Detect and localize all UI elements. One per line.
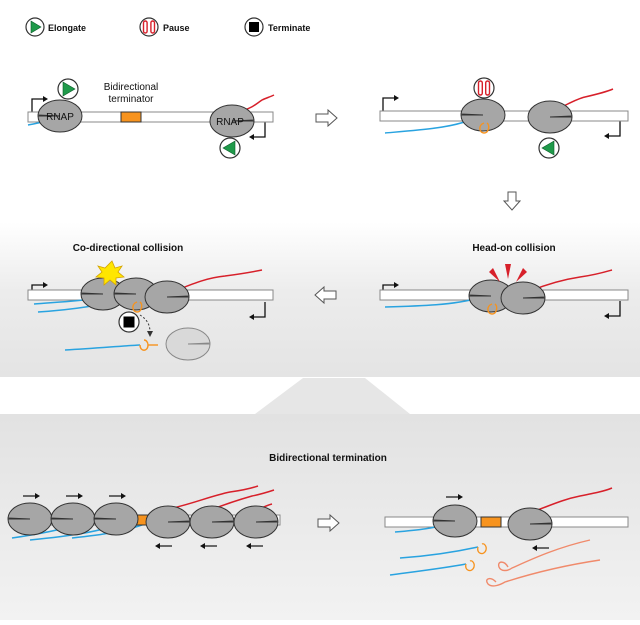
rnap-right (527, 100, 573, 134)
elongate-icon (57, 78, 79, 100)
promoter-arrow-right (254, 122, 266, 138)
terminate-icon (118, 311, 140, 333)
panel-pause (379, 77, 629, 159)
rnap-forward (432, 504, 478, 538)
rnap-right-label: RNAP (216, 117, 244, 128)
panel-bidirectional-right (384, 487, 629, 587)
elongate-icon (219, 137, 241, 159)
nascent-rna-red (163, 485, 259, 511)
terminator-hairpin (479, 122, 490, 134)
direction-arrows (446, 494, 549, 551)
zoom-funnel (255, 378, 410, 414)
heading-bidirectional: Bidirectional termination (269, 453, 387, 464)
released-rna-salmon (497, 539, 591, 572)
panel-head-on (379, 264, 629, 319)
promoter-arrow-right (609, 121, 621, 137)
nascent-rna-red (529, 269, 613, 292)
rnap-colliding (144, 280, 190, 314)
terminator-hairpin (132, 301, 143, 313)
promoter-arrow-right (609, 301, 621, 317)
legend: Elongate Pause Terminate (25, 17, 310, 37)
legend-terminate-label: Terminate (268, 23, 310, 33)
released-rna-blue (389, 563, 467, 576)
promoter-arrow-right (254, 302, 266, 318)
promoter-arrow-left (31, 98, 43, 114)
panel-codirectional (27, 260, 274, 361)
terminator-label-line1: Bidirectional (104, 82, 158, 93)
nascent-rna-red (171, 269, 263, 293)
direction-arrows-reverse (155, 543, 263, 549)
terminator-label-line2: terminator (108, 94, 154, 105)
terminator-hairpin (487, 303, 498, 315)
legend-elongate-label: Elongate (48, 23, 86, 33)
rnap-reverse (233, 505, 279, 539)
rnap-reverse (507, 507, 553, 541)
heading-head-on: Head-on collision (472, 243, 555, 254)
collision-burst-icon (489, 264, 527, 282)
rnap-paused (460, 98, 506, 132)
direction-arrows-forward (23, 493, 126, 499)
dna-duplex (27, 111, 274, 123)
flow-arrow-right (315, 108, 338, 128)
dna-duplex (384, 516, 629, 528)
elongate-icon (25, 17, 45, 37)
nascent-rna-red (243, 94, 275, 111)
flow-arrow-left (314, 285, 337, 305)
elongate-icon (538, 137, 560, 159)
rnap-forward (7, 502, 53, 536)
panel-initial: Bidirectional terminator RNAP RNAP (27, 78, 275, 159)
collision-star-icon (95, 260, 125, 286)
rnap-reverse (145, 505, 191, 539)
nascent-rna-blue (384, 119, 471, 134)
panel-bidirectional-left (7, 485, 281, 549)
nascent-rna-red (525, 487, 613, 515)
flow-arrow-down (502, 191, 522, 211)
rnap-left-label: RNAP (46, 112, 74, 123)
rnap-colliding (500, 281, 546, 315)
pause-icon (139, 17, 159, 37)
heading-codirectional: Co-directional collision (73, 243, 184, 254)
terminate-icon (244, 17, 264, 37)
pause-icon (473, 77, 495, 99)
bidirectional-terminator (120, 111, 142, 123)
legend-pause-label: Pause (163, 23, 190, 33)
promoter-arrow-left (382, 97, 394, 113)
rnap-forward (93, 502, 139, 536)
released-rna-salmon (486, 559, 601, 587)
released-rnap (165, 327, 211, 361)
rnap-forward (50, 502, 96, 536)
released-rna (64, 344, 141, 351)
rnap-reverse (189, 505, 235, 539)
flow-arrow-right (317, 513, 340, 533)
bidirectional-terminator (480, 516, 502, 528)
released-rna-blue (399, 546, 479, 559)
